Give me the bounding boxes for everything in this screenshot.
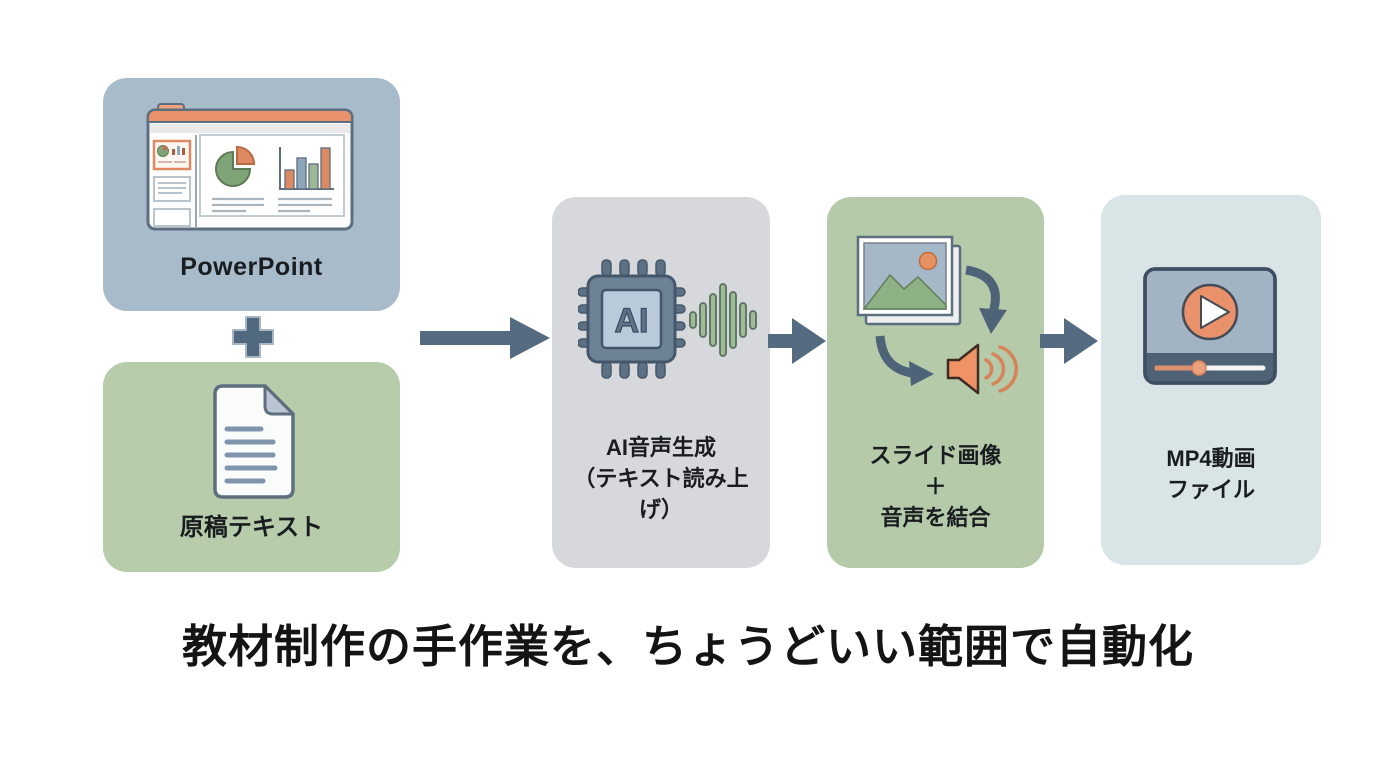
window-titlebar: [147, 109, 353, 123]
video-player-icon: [1143, 267, 1277, 385]
slide-audio-merge-icon: [856, 235, 1018, 395]
ai-voice-step-box: AI: [552, 197, 770, 568]
progress-knob: [1191, 360, 1207, 376]
play-triangle-icon: [1200, 295, 1230, 329]
mp4-label: MP4動画 ファイル: [1166, 446, 1256, 502]
powerpoint-input-box: [103, 78, 400, 311]
mp4-output-box: [1101, 195, 1321, 565]
merge-step-box: [827, 197, 1044, 568]
cycle-arrow-down-icon: [965, 265, 1007, 334]
pie-chart: [215, 150, 252, 187]
window-toolbar: [150, 124, 350, 133]
ai-voice-label: AI音声生成 （テキスト読み上 げ）: [573, 435, 749, 522]
photo-image: [862, 242, 947, 310]
powerpoint-app-icon: [146, 103, 354, 231]
document-icon: [213, 384, 295, 499]
document-text-lines: [224, 426, 278, 484]
manuscript-input-box: [103, 362, 400, 572]
ai-chip-icon: AI: [578, 259, 757, 379]
cycle-arrow-right-icon: [875, 335, 934, 386]
speaker-icon: [946, 343, 1018, 395]
sound-waves: [984, 345, 1018, 393]
arrow-right-icon: [420, 317, 550, 359]
slide-canvas: [199, 134, 345, 217]
slide-thumbnail-blank: [153, 208, 191, 227]
merge-label: スライド画像 ＋ 音声を結合: [869, 443, 1002, 530]
arrow-right-icon: [1040, 318, 1098, 364]
plus-icon: [232, 316, 274, 358]
arrow-right-icon: [768, 318, 826, 364]
powerpoint-label: PowerPoint: [180, 253, 323, 281]
diagram-caption: 教材制作の手作業を、ちょうどいい範囲で自動化: [181, 621, 1194, 672]
manuscript-label: 原稿テキスト: [179, 514, 324, 541]
chip-ai-text: AI: [615, 302, 649, 340]
waveform-icon: [689, 283, 757, 357]
chip-pins: [578, 259, 686, 379]
slide-thumbnail-text: [153, 176, 191, 202]
